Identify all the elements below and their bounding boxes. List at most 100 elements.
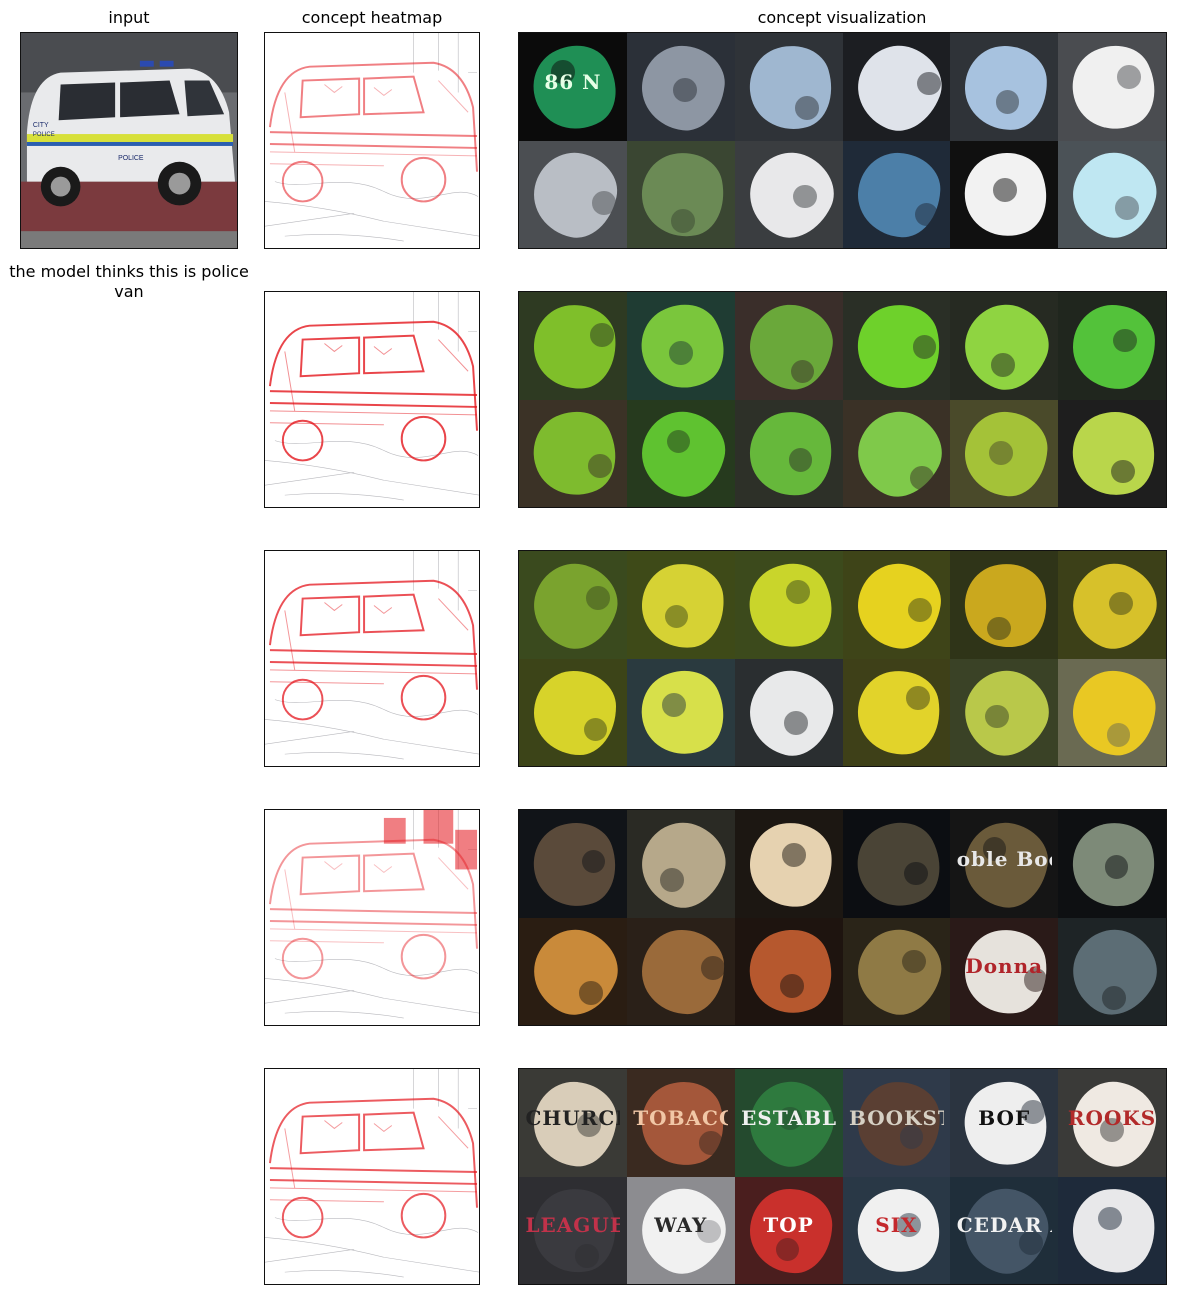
highlight-detail bbox=[583, 717, 608, 742]
concept-example-tile bbox=[1058, 917, 1166, 1025]
visualization-column-title: concept visualization bbox=[757, 8, 927, 27]
concept-example-tile bbox=[842, 917, 951, 1025]
highlight-detail bbox=[577, 1113, 601, 1137]
concept-example-tile: ROOKS bbox=[1058, 1069, 1166, 1177]
highlighted-region bbox=[633, 404, 733, 505]
concept-example-tile bbox=[519, 917, 627, 1025]
concept-example-tile bbox=[1058, 140, 1166, 248]
highlight-detail bbox=[1104, 855, 1129, 879]
highlight-detail bbox=[782, 843, 806, 867]
heatmap-column-title: concept heatmap bbox=[301, 8, 443, 27]
highlight-detail bbox=[777, 1106, 802, 1131]
highlight-detail bbox=[551, 59, 576, 84]
concept-example-tile bbox=[626, 658, 735, 766]
concept-example-tile: CHURCH bbox=[519, 1069, 627, 1177]
highlight-detail bbox=[581, 849, 606, 874]
concept-example-tile bbox=[734, 33, 843, 141]
input-column-title: input bbox=[108, 8, 150, 27]
heatmap-drawing bbox=[265, 810, 479, 1019]
concept-example-tile bbox=[734, 917, 843, 1025]
concept-example-tile bbox=[1058, 551, 1166, 659]
concept-visualization-grid: 86 N bbox=[518, 32, 1167, 249]
highlighted-region bbox=[534, 671, 617, 756]
highlight-detail bbox=[592, 191, 617, 215]
highlight-detail bbox=[912, 335, 937, 359]
concept-example-tile bbox=[950, 140, 1059, 248]
highlight-detail bbox=[1108, 591, 1133, 616]
highlight-detail bbox=[666, 429, 691, 454]
highlight-detail bbox=[910, 466, 935, 490]
highlighted-region bbox=[952, 292, 1059, 400]
concept-example-tile: TOBACCO bbox=[626, 1069, 735, 1177]
concept-example-tile bbox=[1058, 658, 1166, 766]
highlight-detail bbox=[993, 178, 1018, 202]
highlight-detail bbox=[901, 949, 926, 974]
highlighted-region bbox=[739, 36, 842, 140]
concept-example-tile: SIX bbox=[842, 1176, 951, 1284]
concept-example-tile bbox=[842, 292, 951, 400]
highlight-detail bbox=[664, 604, 689, 629]
highlight-detail bbox=[1023, 968, 1048, 992]
highlighted-region bbox=[734, 551, 843, 659]
highlighted-region bbox=[737, 918, 843, 1025]
highlight-detail bbox=[984, 704, 1009, 729]
highlight-detail bbox=[696, 1219, 721, 1244]
highlighted-region bbox=[851, 665, 946, 762]
concept-visualization-grid: CHURCHTOBACCOESTABLISBOOKSTOREBOFROOKSLE… bbox=[518, 1068, 1167, 1285]
concept-example-tile: CEDAR AVE bbox=[950, 1176, 1059, 1284]
highlight-detail bbox=[916, 71, 941, 96]
concept-example-tile: BOF bbox=[950, 1069, 1059, 1177]
concept-example-tile bbox=[626, 33, 735, 141]
highlight-detail bbox=[701, 956, 725, 980]
highlight-detail bbox=[1113, 328, 1137, 353]
concept-example-tile bbox=[1058, 399, 1166, 507]
tile-sign-text: BOOKSTORE bbox=[848, 1105, 944, 1130]
tile-sign-text: oble Booksell bbox=[956, 846, 1052, 871]
concept-example-tile bbox=[519, 399, 627, 507]
highlighted-region bbox=[630, 811, 735, 918]
concept-example-tile bbox=[626, 917, 735, 1025]
highlight-detail bbox=[784, 711, 808, 735]
highlight-detail bbox=[1100, 1118, 1124, 1143]
tile-sign-text: TOP bbox=[763, 1213, 814, 1238]
van-side-text: POLICE bbox=[33, 132, 55, 138]
highlight-detail bbox=[1117, 65, 1142, 89]
highlighted-region bbox=[956, 555, 1057, 657]
concept-example-tile bbox=[842, 810, 951, 918]
highlighted-region bbox=[520, 917, 627, 1025]
heatmap-drawing bbox=[265, 292, 479, 501]
van-side-text: CITY bbox=[33, 122, 49, 129]
concept-example-tile bbox=[734, 399, 843, 507]
highlight-detail bbox=[590, 323, 614, 347]
prediction-caption: the model thinks this is police van bbox=[9, 262, 249, 301]
highlight-detail bbox=[991, 353, 1016, 377]
highlight-detail bbox=[575, 1244, 599, 1268]
highlight-detail bbox=[1115, 196, 1140, 221]
highlight-detail bbox=[903, 861, 928, 886]
highlighted-region bbox=[523, 812, 627, 918]
concept-example-tile: BOOKSTORE bbox=[842, 1069, 951, 1177]
highlighted-region bbox=[1061, 401, 1166, 507]
highlight-detail bbox=[673, 78, 697, 102]
heatmap-drawing bbox=[265, 1069, 479, 1278]
concept-example-tile bbox=[734, 140, 843, 248]
concept-example-tile bbox=[519, 292, 627, 400]
tile-sign-text: TOBACCO bbox=[633, 1105, 728, 1130]
tile-sign-text: ESTABLIS bbox=[741, 1105, 837, 1130]
highlighted-region bbox=[843, 810, 951, 918]
highlight-detail bbox=[668, 341, 693, 366]
highlighted-region bbox=[848, 921, 949, 1024]
concept-example-tile bbox=[950, 399, 1059, 507]
highlight-detail bbox=[899, 1124, 924, 1149]
tile-sign-text: BOF bbox=[978, 1105, 1031, 1130]
van-side-text: POLICE bbox=[118, 155, 144, 162]
highlight-detail bbox=[989, 441, 1013, 466]
highlight-detail bbox=[775, 1237, 800, 1262]
concept-example-tile bbox=[1058, 33, 1166, 141]
highlighted-region bbox=[843, 399, 951, 507]
highlight-detail bbox=[579, 980, 604, 1005]
concept-example-tile bbox=[734, 658, 843, 766]
concept-example-tile bbox=[842, 399, 951, 507]
concept-example-tile: Donna bbox=[950, 917, 1059, 1025]
highlighted-region bbox=[529, 300, 621, 393]
